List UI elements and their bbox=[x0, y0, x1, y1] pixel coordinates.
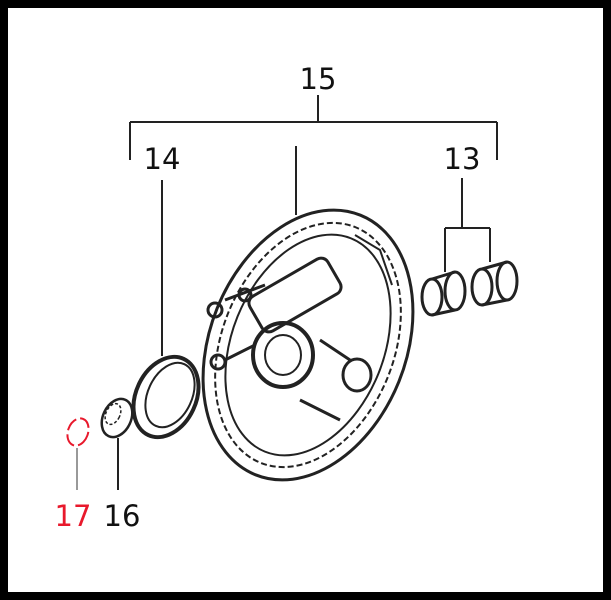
label-15: 15 bbox=[299, 62, 337, 96]
needle-bearing-part bbox=[420, 260, 519, 317]
label-16: 16 bbox=[103, 499, 141, 533]
exploded-view bbox=[66, 95, 519, 490]
washer-part bbox=[100, 397, 134, 439]
housing-part bbox=[201, 208, 415, 482]
leader-15 bbox=[129, 95, 498, 215]
parts-diagram: 15 14 13 17 16 bbox=[8, 8, 603, 592]
circlip-part bbox=[66, 417, 90, 447]
label-14: 14 bbox=[143, 142, 181, 176]
seal-ring-part bbox=[131, 354, 201, 440]
label-13: 13 bbox=[443, 142, 481, 176]
label-17: 17 bbox=[54, 499, 92, 533]
leader-13 bbox=[444, 178, 491, 272]
